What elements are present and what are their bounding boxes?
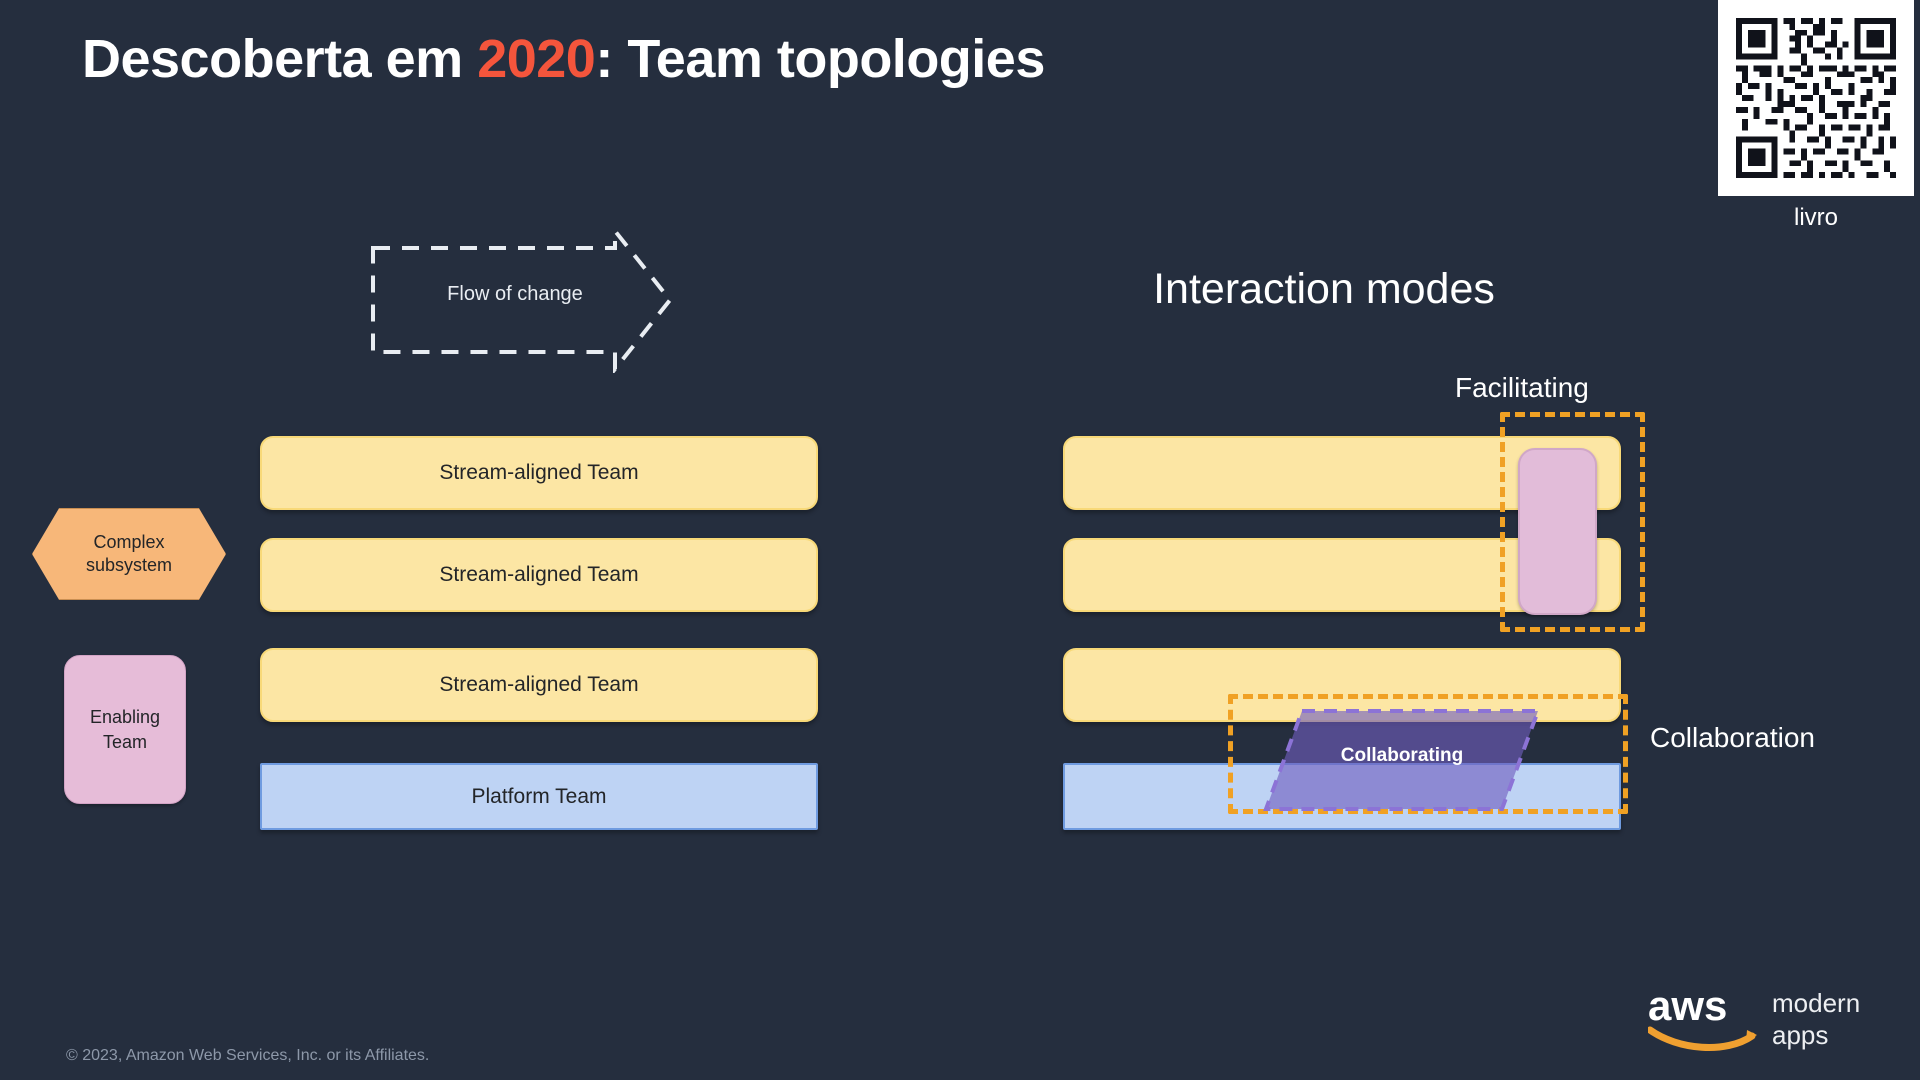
- facilitating-enabling-team-pill: [1518, 448, 1597, 615]
- aws-modern-apps-logo: aws modern apps: [1648, 982, 1860, 1051]
- facilitating-boundary: [1500, 412, 1645, 632]
- complex-subsystem-label-line2: subsystem: [85, 555, 173, 575]
- left-platform-team: Platform Team: [260, 763, 818, 830]
- left-stream-aligned-team-2: Stream-aligned Team: [260, 538, 818, 612]
- aws-sub-line2: apps: [1772, 1020, 1828, 1050]
- aws-sub-line1: modern: [1772, 988, 1860, 1018]
- aws-wordmark: aws: [1648, 982, 1727, 1029]
- left-stream-aligned-team-3: Stream-aligned Team: [260, 648, 818, 722]
- enabling-team-shape: Enabling Team: [64, 655, 186, 804]
- title-year: 2020: [477, 29, 596, 89]
- collaborating-parallelogram: [1263, 709, 1541, 811]
- collaborating-label: Collaborating: [1340, 745, 1464, 766]
- qr-code-glyph: [1730, 12, 1902, 184]
- complex-subsystem-label-line1: Complex: [93, 531, 165, 552]
- interaction-modes-title: Interaction modes: [1153, 265, 1495, 313]
- flow-of-change-label: Flow of change: [447, 283, 583, 305]
- complex-subsystem-shape: Complex subsystem: [32, 508, 226, 600]
- left-stream-aligned-team-1: Stream-aligned Team: [260, 436, 818, 510]
- enabling-team-label-line2: Team: [102, 731, 147, 752]
- page-title: Descoberta em 2020: Team topologies: [82, 28, 1045, 90]
- qr-code-icon: [1718, 0, 1914, 196]
- collaboration-label: Collaboration: [1650, 722, 1815, 753]
- copyright-text: © 2023, Amazon Web Services, Inc. or its…: [66, 1047, 430, 1064]
- qr-code-label: livro: [1793, 204, 1838, 231]
- collaboration-boundary: [1228, 694, 1628, 814]
- flow-of-change-arrow-icon: [371, 228, 673, 373]
- facilitating-label: Facilitating: [1455, 372, 1589, 403]
- enabling-team-label-line1: Enabling: [89, 707, 161, 728]
- title-prefix: Descoberta em: [82, 29, 478, 89]
- title-suffix: : Team topologies: [595, 29, 1045, 89]
